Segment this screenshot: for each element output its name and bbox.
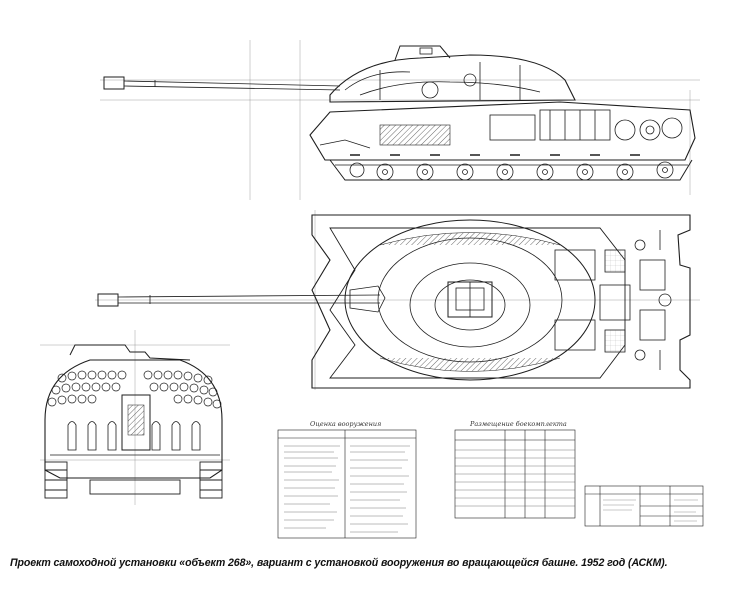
side-running-gear — [329, 154, 693, 181]
svg-text:Размещение боекомплекта: Размещение боекомплекта — [469, 420, 567, 428]
side-view — [100, 40, 700, 200]
title-block — [584, 485, 704, 527]
top-gun-barrel — [97, 285, 386, 313]
top-view — [95, 210, 700, 390]
side-gun-barrel — [103, 76, 341, 91]
top-hull — [311, 214, 691, 389]
front-ammo-rack — [47, 370, 222, 409]
side-turret — [329, 45, 576, 103]
blueprint-sheet: Оценка вооружения Размещение боекомплект… — [40, 40, 704, 539]
top-engine-deck — [554, 230, 672, 370]
notes-table-left: Оценка вооружения — [277, 420, 417, 539]
figure-caption: Проект самоходной установки «объект 268»… — [10, 557, 668, 569]
side-hull — [309, 101, 696, 161]
notes-table-right: Размещение боекомплекта — [454, 420, 576, 519]
front-section-view — [40, 330, 230, 505]
top-turret — [344, 219, 596, 381]
front-tracks — [44, 461, 223, 499]
front-shells — [67, 421, 201, 451]
svg-text:Оценка вооружения: Оценка вооружения — [310, 420, 381, 428]
